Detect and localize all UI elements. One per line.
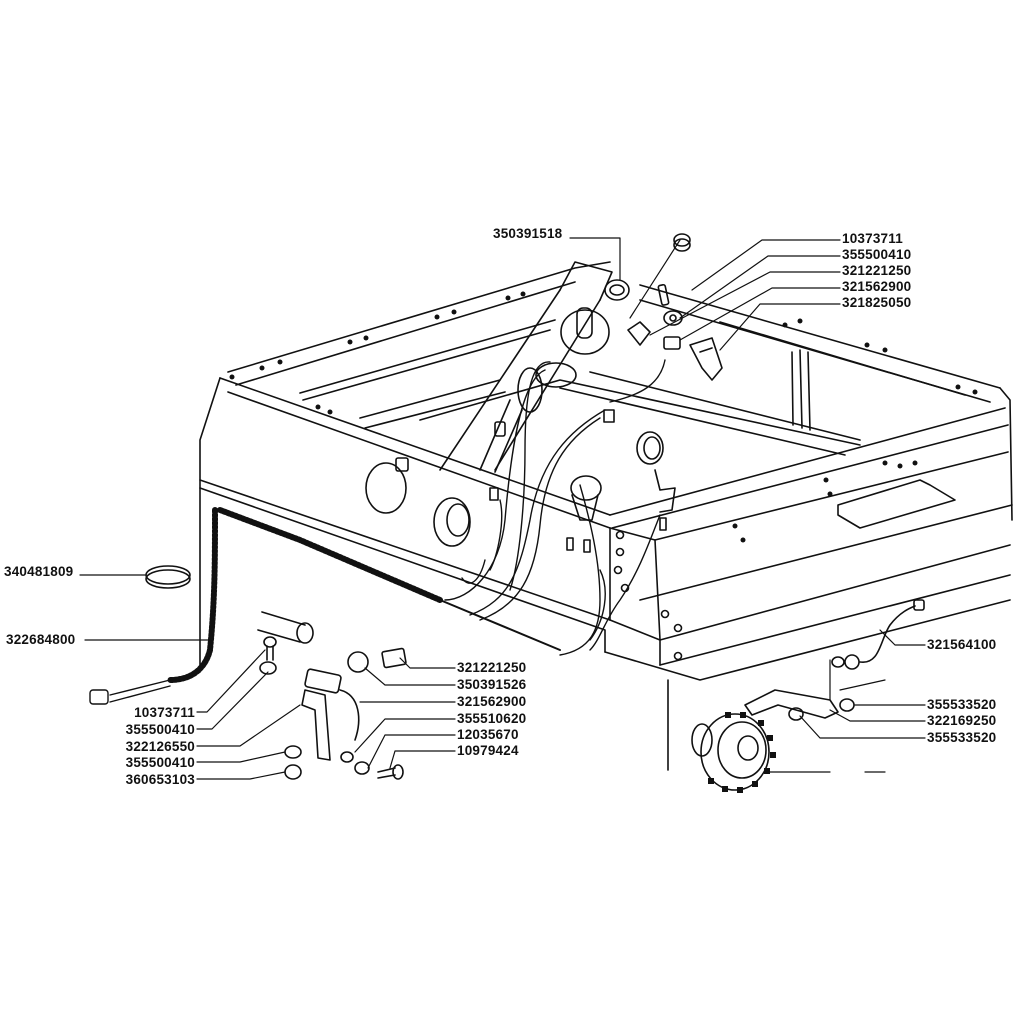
part-label-350391518: 350391518	[493, 226, 563, 241]
part-label-10373711-top: 10373711	[842, 231, 903, 246]
part-label-355533520-a: 355533520	[927, 697, 997, 712]
part-label-355510620: 355510620	[457, 711, 527, 726]
part-label-12035670: 12035670	[457, 727, 519, 742]
part-label-340481809: 340481809	[4, 564, 74, 579]
part-label-10979424: 10979424	[457, 743, 519, 758]
part-label-321221250-mid: 321221250	[457, 660, 527, 675]
left-small-parts	[145, 565, 407, 780]
part-label-322126550: 322126550	[125, 739, 195, 754]
part-label-321562900-mid: 321562900	[457, 694, 527, 709]
part-label-321825050: 321825050	[842, 295, 912, 310]
leader-lines	[79, 237, 926, 780]
part-label-355500410-left-b: 355500410	[125, 755, 195, 770]
cab-frame	[199, 261, 1013, 771]
wiring-harness	[89, 359, 666, 705]
right-bottom-parts	[691, 599, 925, 793]
lamps-and-connectors	[433, 409, 676, 553]
top-small-parts	[604, 233, 723, 381]
part-label-355500410-left-a: 355500410	[125, 722, 195, 737]
part-label-355500410-top: 355500410	[842, 247, 912, 262]
part-label-360653103: 360653103	[125, 772, 195, 787]
part-label-321564100: 321564100	[927, 637, 997, 652]
part-label-322684800: 322684800	[6, 632, 76, 647]
part-label-322169250: 322169250	[927, 713, 997, 728]
steering-column	[439, 261, 613, 473]
part-label-350391526: 350391526	[457, 677, 527, 692]
part-label-355533520-b: 355533520	[927, 730, 997, 745]
part-label-321221250-top: 321221250	[842, 263, 912, 278]
part-label-321562900-top: 321562900	[842, 279, 912, 294]
part-label-10373711-left: 10373711	[134, 705, 195, 720]
